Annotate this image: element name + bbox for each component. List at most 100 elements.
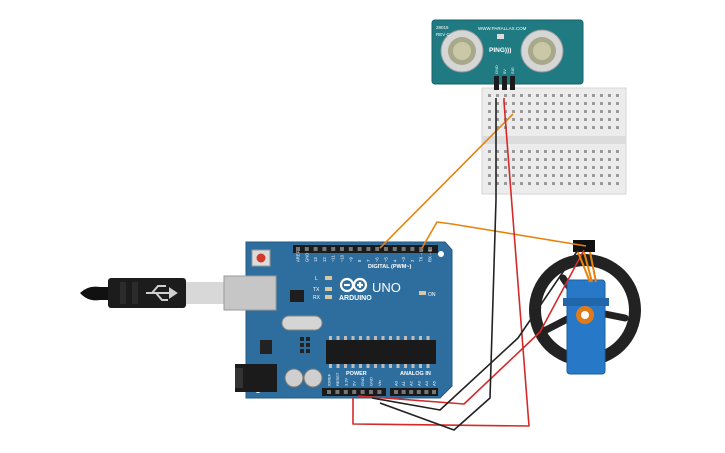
analog-pin-label: A2: [409, 380, 414, 386]
sensor-pin[interactable]: [494, 76, 499, 90]
capacitor: [303, 368, 323, 388]
digital-pin[interactable]: [428, 247, 432, 251]
digital-header-pins: [296, 247, 432, 251]
sensor-pin-label: 5V: [502, 69, 507, 74]
analog-pin[interactable]: [401, 390, 406, 394]
led-l: [325, 276, 332, 280]
reset-button-cap[interactable]: [256, 253, 266, 263]
digital-pin[interactable]: [322, 247, 327, 251]
wire-red-sensor-power: [352, 98, 530, 427]
sensor-pin[interactable]: [502, 76, 507, 90]
analog-pin[interactable]: [432, 390, 436, 394]
usb-icon: [146, 285, 178, 301]
power-pin-label: Vin: [377, 380, 382, 386]
digital-header[interactable]: [293, 245, 438, 253]
analog-header[interactable]: [390, 388, 438, 396]
led-tx: [325, 287, 332, 291]
digital-pin-label: 8: [357, 259, 362, 262]
power-pin[interactable]: [377, 390, 382, 394]
digital-pin[interactable]: [419, 247, 424, 251]
digital-header-label: DIGITAL (PWM~): [368, 264, 412, 270]
power-pin[interactable]: [369, 390, 373, 394]
digital-pin[interactable]: [375, 247, 380, 251]
wire-servo-leads: [577, 251, 597, 283]
analog-pin-label: A5: [432, 380, 437, 386]
analog-pin[interactable]: [416, 390, 421, 394]
power-pin[interactable]: [343, 390, 348, 394]
power-pin[interactable]: [327, 390, 331, 394]
digital-pin[interactable]: [296, 247, 300, 251]
digital-pin[interactable]: [392, 247, 397, 251]
chip-pins: [329, 336, 430, 368]
sensor-pin-label: SIG: [510, 67, 515, 74]
power-pin-label: RESET: [335, 372, 340, 386]
digital-pin[interactable]: [340, 247, 344, 251]
digital-pin-label: 7: [366, 259, 371, 262]
transducer-left-icon: [440, 29, 484, 73]
servo-body: [566, 279, 606, 375]
mini-breadboard[interactable]: [481, 87, 627, 195]
power-pin[interactable]: [352, 390, 357, 394]
digital-pin-label: ~9: [348, 257, 353, 262]
digital-pin[interactable]: [384, 247, 388, 251]
transducer-right-icon: [520, 29, 564, 73]
ping-ultrasonic-sensor[interactable]: WWW.PARALLAX.COM 28015 REV C PING))) GND…: [431, 19, 584, 90]
sensor-pins: [494, 76, 515, 90]
power-pin[interactable]: [360, 390, 365, 394]
analog-pin[interactable]: [424, 390, 429, 394]
label-on: ON: [428, 292, 436, 298]
sensor-pin[interactable]: [510, 76, 515, 90]
digital-pin-label: 2: [410, 259, 415, 262]
digital-pin-label: ~6: [375, 257, 380, 262]
power-pin-label: 5V: [352, 381, 357, 386]
digital-pin[interactable]: [410, 247, 415, 251]
digital-pin-label: ~5: [384, 257, 389, 262]
digital-pin[interactable]: [401, 247, 406, 251]
digital-pin-label: ~3: [401, 257, 406, 262]
digital-pin[interactable]: [313, 247, 318, 251]
bottom-header-pins: [327, 390, 436, 394]
digital-pin-label: TX→1: [419, 249, 424, 262]
wires: [352, 98, 597, 431]
arduino-logo-icon: [339, 277, 368, 293]
servo-motor[interactable]: [529, 240, 641, 375]
digital-pin[interactable]: [348, 247, 353, 251]
model-label: UNO: [372, 280, 401, 295]
sensor-rev-label: REV C: [436, 32, 451, 37]
power-pin-label: GND: [369, 377, 374, 386]
sensor-pin-label: GND: [494, 65, 499, 74]
wire-red-servo-power: [357, 249, 585, 405]
digital-pin[interactable]: [366, 247, 371, 251]
led-rx: [325, 295, 332, 299]
mounting-hole: [438, 251, 444, 257]
digital-pin-label: 13: [313, 257, 318, 262]
power-pin-label: 3.3V: [343, 377, 348, 386]
atmega-chip: [326, 340, 436, 364]
sensor-part-label: 28015: [436, 25, 449, 30]
sensor-maker-label: WWW.PARALLAX.COM: [478, 26, 527, 31]
power-pin[interactable]: [335, 390, 340, 394]
analog-pin-label: A3: [416, 380, 421, 386]
sensor-name-label: PING))): [489, 47, 511, 54]
brand-label: ARDUINO: [339, 295, 372, 302]
power-pin-label: IOREF: [327, 373, 332, 386]
analog-pin-label: A0: [394, 380, 399, 386]
digital-pin[interactable]: [304, 247, 309, 251]
wire-orange-servo-signal: [421, 221, 587, 249]
sensor-led: [497, 34, 504, 39]
analog-pin[interactable]: [409, 390, 414, 394]
crystal: [281, 315, 323, 331]
usb-jack: [223, 275, 277, 311]
wire-black-sensor-ground: [379, 98, 497, 431]
digital-pin[interactable]: [331, 247, 336, 251]
analog-pin[interactable]: [394, 390, 398, 394]
digital-pin-label: GND: [304, 253, 309, 262]
digital-pin[interactable]: [357, 247, 362, 251]
led-on: [419, 291, 426, 295]
digital-pin-label: ~10: [340, 254, 345, 262]
icsp-header: [300, 337, 310, 353]
